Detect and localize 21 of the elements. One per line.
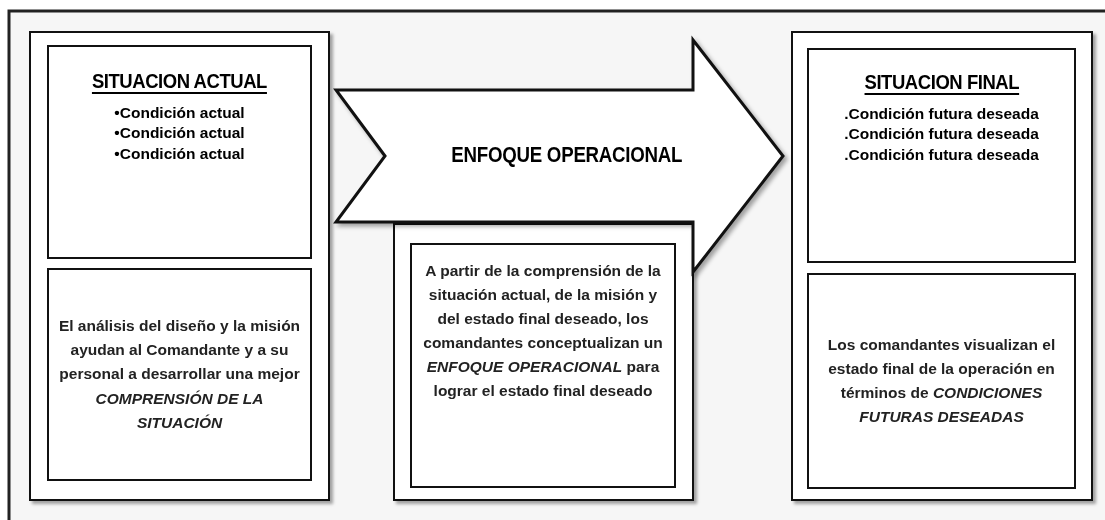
text-box [410, 243, 676, 488]
text-box [47, 45, 312, 259]
list-item: .Condición futura deseada [844, 144, 1039, 165]
text-box [807, 48, 1076, 263]
edge-label: ENFOQUE OPERACIONAL [451, 142, 681, 168]
description-text: A partir de la comprensión de la situación actual, de la misión y del estado final deseado, los comandantes conceptualizan un ENFOQUE OPERACIONAL para lograr el estado final deseado [422, 261, 664, 402]
section-heading: SITUACION ACTUAL [92, 69, 267, 93]
list-item: •Condición actual [114, 123, 245, 144]
panel-box [791, 31, 1093, 501]
text-box [807, 273, 1076, 489]
list-item: .Condición futura deseada [844, 124, 1039, 145]
description-text: Los comandantes visualizan el estado final de la operación en términos de CONDICIONES FUTURAS DESEADAS [826, 334, 1057, 427]
list-item: •Condición actual [114, 143, 245, 164]
list-item: •Condición actual [114, 103, 245, 123]
panel-box [29, 31, 330, 501]
block-arrow [333, 35, 785, 277]
panel-box [393, 223, 694, 501]
list-item: .Condición futura deseada [844, 104, 1039, 124]
text-box [47, 268, 312, 481]
description-text: El análisis del diseño y la misión ayudan al Comandante y a su personal a desarrollar una mejor COMPRENSIÓN DE LA SITUACIÓN [57, 316, 302, 433]
section-heading: SITUACION FINAL [864, 70, 1019, 94]
